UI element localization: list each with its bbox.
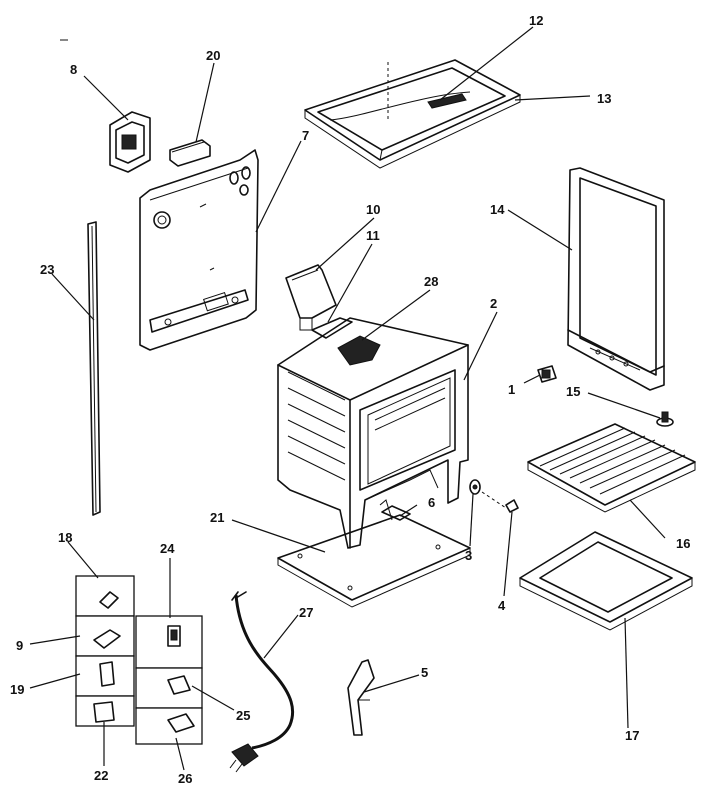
callout-9: 9 — [16, 638, 23, 653]
parts-box-24 — [135, 615, 203, 669]
part-17-broil-pan — [519, 531, 693, 631]
callout-10: 10 — [366, 202, 380, 217]
callout-22: 22 — [94, 768, 108, 783]
part-10-duct — [285, 264, 337, 331]
part-12-burner-element — [387, 62, 467, 122]
callout-14: 14 — [490, 202, 505, 217]
part-3-fitting — [469, 479, 507, 509]
part-21-bottom-panel — [277, 514, 471, 608]
part-27-power-cord — [229, 591, 295, 773]
callout-7: 7 — [302, 128, 309, 143]
callout-1: 1 — [508, 382, 515, 397]
callout-6: 6 — [428, 495, 435, 510]
callout-27: 27 — [299, 605, 313, 620]
callout-2: 2 — [490, 296, 497, 311]
callout-24: 24 — [160, 541, 175, 556]
callout-12: 12 — [529, 13, 543, 28]
callout-23: 23 — [40, 262, 54, 277]
callout-28: 28 — [424, 274, 438, 289]
parts-box-25 — [135, 667, 203, 709]
parts-box-26 — [135, 707, 203, 745]
part-4-valve — [505, 499, 519, 513]
part-20-bar — [169, 139, 211, 167]
parts-box-19 — [75, 655, 135, 697]
callout-26: 26 — [178, 771, 192, 786]
part-5-clamp — [347, 659, 375, 736]
part-8-bracket — [109, 111, 151, 173]
callout-16: 16 — [676, 536, 690, 551]
callout-20: 20 — [206, 48, 220, 63]
callout-8: 8 — [70, 62, 77, 77]
callout-17: 17 — [625, 728, 639, 743]
leader-lines — [29, 26, 666, 771]
callout-4: 4 — [498, 598, 506, 613]
callout-18: 18 — [58, 530, 72, 545]
part-7-back-panel — [139, 149, 259, 351]
callout-15: 15 — [566, 384, 580, 399]
parts-box-9 — [75, 615, 135, 657]
callout-21: 21 — [210, 510, 224, 525]
callout-labels: 8 20 7 12 13 14 10 11 28 2 1 15 23 16 17… — [10, 13, 690, 786]
part-13-cooktop — [304, 59, 521, 169]
part-23-strip — [87, 221, 101, 516]
callout-19: 19 — [10, 682, 24, 697]
callout-11: 11 — [366, 228, 380, 243]
part-11-bracket — [311, 317, 353, 339]
part-2-oven-body — [277, 317, 469, 549]
part-16-oven-rack — [527, 423, 696, 513]
parts-box-18 — [75, 575, 135, 617]
parts-box-22 — [75, 695, 135, 727]
part-14-frame — [567, 167, 665, 391]
callout-5: 5 — [421, 665, 428, 680]
callout-13: 13 — [597, 91, 611, 106]
part-15-knob — [656, 411, 674, 427]
part-28-burner — [337, 335, 381, 366]
callout-25: 25 — [236, 708, 250, 723]
part-1-clip — [537, 365, 557, 383]
callout-3: 3 — [465, 548, 472, 563]
